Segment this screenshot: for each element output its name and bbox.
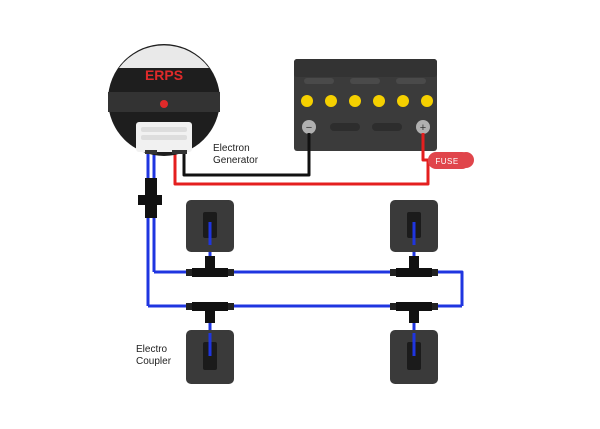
red-wire <box>173 133 430 186</box>
electron-generator-label-line1: Electron <box>213 143 250 154</box>
status-led <box>160 100 168 108</box>
negative-terminal: − <box>302 120 316 134</box>
cell-indicators <box>301 95 433 107</box>
electrode-pad-icon <box>186 200 234 252</box>
tee-connector-icon <box>186 256 234 277</box>
fuse-icon: FUSE <box>428 152 474 169</box>
black-wire <box>182 133 311 177</box>
positive-terminal: + <box>416 120 430 134</box>
fuse-label: FUSE <box>435 157 458 166</box>
electro-coupler-label-line2: Coupler <box>136 356 172 367</box>
electrode-pad-icon <box>390 200 438 252</box>
svg-text:+: + <box>420 122 426 134</box>
brand-logo: ERPS <box>145 67 183 83</box>
electro-coupler-label-line1: Electro <box>136 344 168 355</box>
electron-generator: ERPS <box>108 44 220 156</box>
tee-connector-icon <box>390 256 438 277</box>
battery-icon: − + <box>294 59 437 151</box>
electron-generator-label: Electron Generator <box>213 143 258 167</box>
electro-coupler-label: Electro Coupler <box>136 344 171 368</box>
electrode-pad-icon <box>186 330 234 384</box>
svg-text:−: − <box>306 122 312 134</box>
electron-generator-label-line2: Generator <box>213 155 259 166</box>
tee-connector-icon <box>186 302 234 323</box>
electrode-pad-icon <box>390 330 438 384</box>
tee-connector-icon <box>390 302 438 323</box>
tee-connector-icon <box>138 178 162 218</box>
